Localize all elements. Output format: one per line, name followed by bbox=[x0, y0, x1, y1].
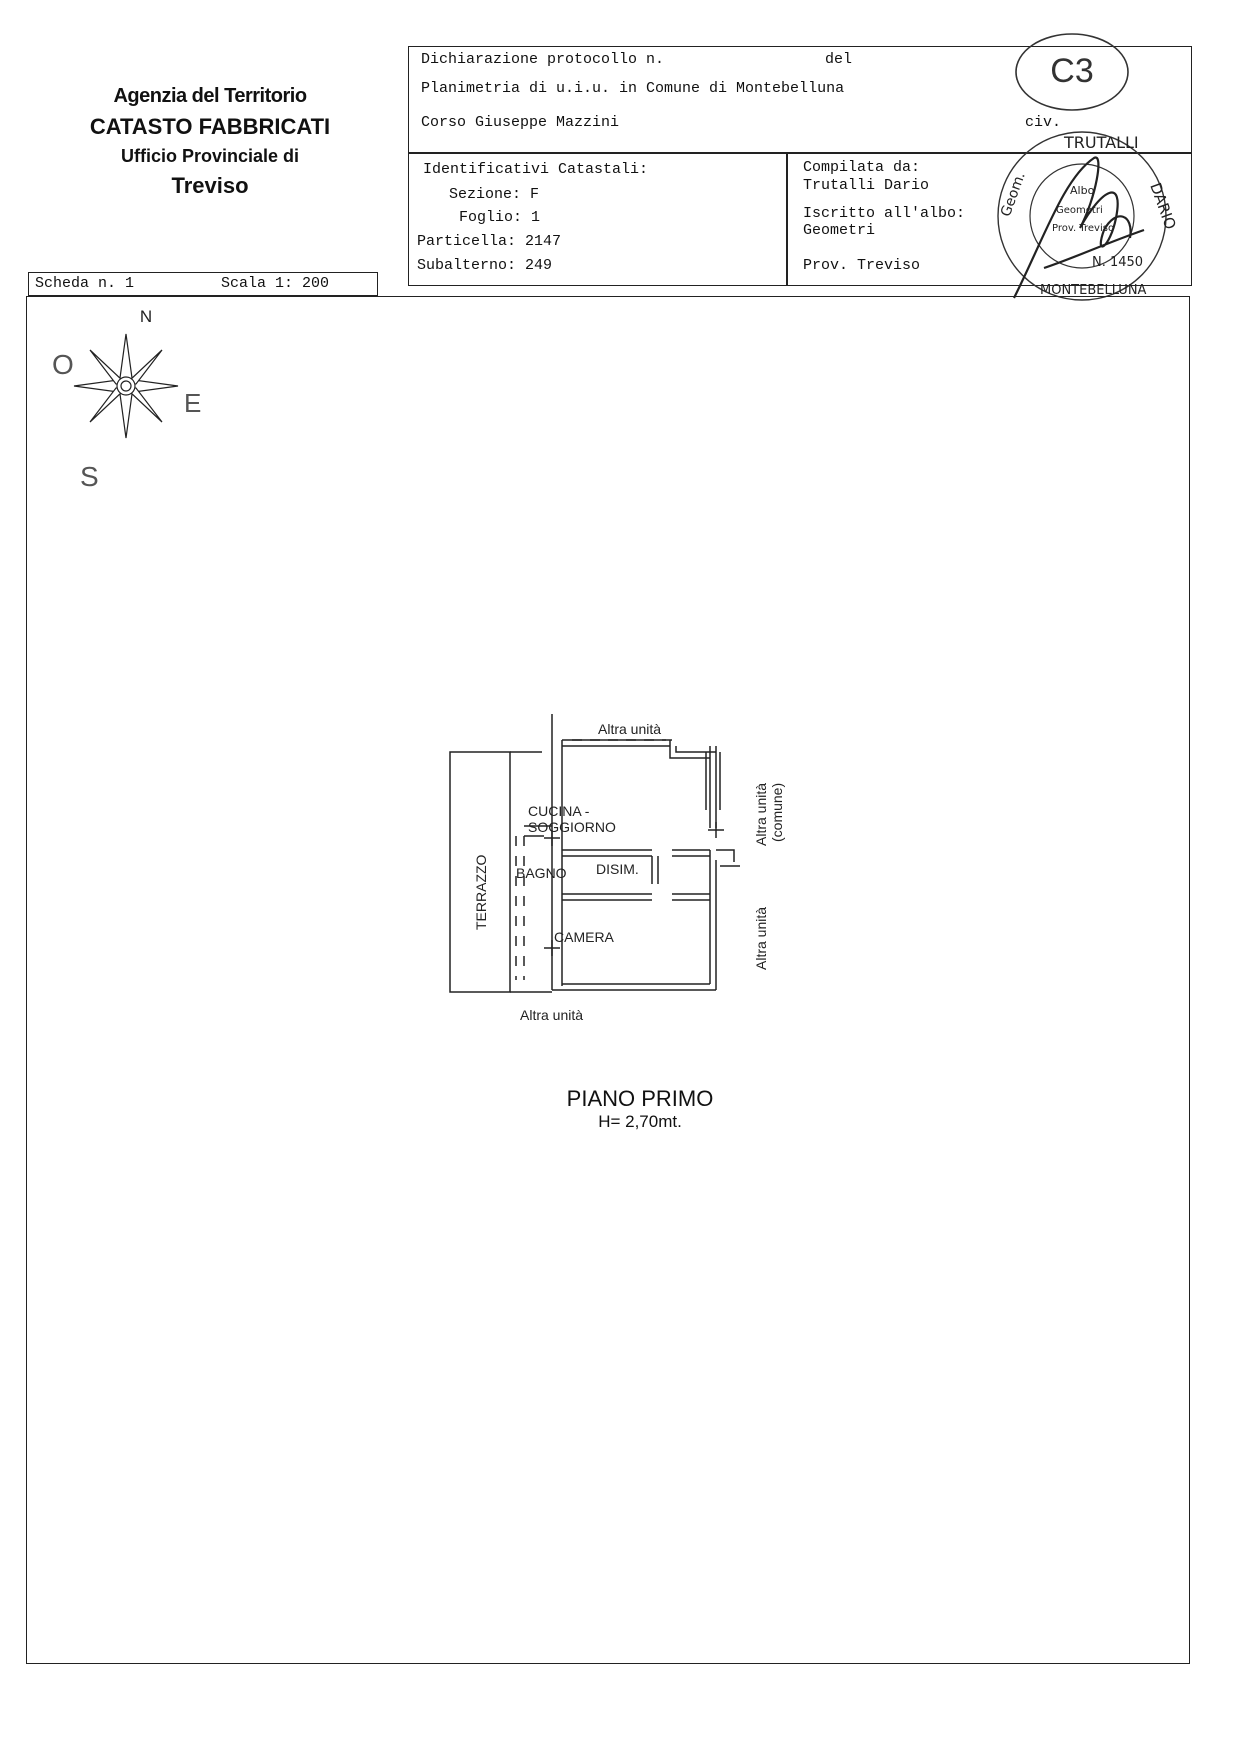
neighbor-right-top-1: Altra unità bbox=[753, 783, 769, 846]
terrace-outline bbox=[449, 751, 511, 993]
room-disim: DISIM. bbox=[596, 861, 639, 877]
stamp-inner-1: Albo bbox=[1070, 184, 1095, 197]
catasto-title: CATASTO FABBRICATI bbox=[89, 114, 331, 139]
handwritten-code: C3 bbox=[1015, 33, 1129, 111]
neighbor-top: Altra unità bbox=[598, 721, 661, 737]
address-line: Corso Giuseppe Mazzini bbox=[421, 114, 620, 131]
iscritto-label: Iscritto all'albo: bbox=[803, 205, 966, 222]
floor-height: H= 2,70mt. bbox=[598, 1112, 682, 1131]
drawing-frame bbox=[26, 296, 1190, 1664]
outer-walls bbox=[551, 714, 717, 991]
compass-east: E bbox=[184, 388, 201, 418]
prov-value: Prov. Treviso bbox=[803, 257, 921, 274]
room-camera: CAMERA bbox=[554, 929, 615, 945]
albo-value: Geometri bbox=[803, 222, 876, 239]
declaration-box: Dichiarazione protocollo n. del Planimet… bbox=[408, 46, 1192, 154]
signature bbox=[1013, 156, 1145, 299]
stamp-inner-2: Geometri bbox=[1056, 205, 1103, 216]
entry-stairs bbox=[716, 849, 740, 867]
planimetria-line: Planimetria di u.i.u. in Comune di Monte… bbox=[421, 80, 845, 97]
compass-west: O bbox=[52, 349, 74, 380]
room-cucina-1: CUCINA - bbox=[528, 803, 590, 819]
neighbor-bottom: Altra unità bbox=[520, 1007, 583, 1023]
office-label: Ufficio Provinciale di bbox=[120, 146, 300, 166]
floor-name: PIANO PRIMO bbox=[566, 1086, 714, 1111]
neighbor-right-bottom: Altra unità bbox=[753, 907, 769, 970]
room-bagno: BAGNO bbox=[516, 865, 567, 881]
professional-stamp: TRUTALLI Geom. DARIO MONTEBELLUNA Albo G… bbox=[997, 131, 1180, 301]
compass-south: S bbox=[80, 461, 99, 492]
floor-caption: PIANO PRIMO H= 2,70mt. bbox=[520, 1086, 760, 1132]
window-marks bbox=[544, 752, 724, 956]
agency-header: Agenzia del Territorio CATASTO FABBRICAT… bbox=[60, 85, 360, 199]
agency-name: Agenzia del Territorio bbox=[113, 85, 307, 107]
office-city: Treviso bbox=[171, 173, 249, 198]
terrace-connectors bbox=[510, 751, 552, 993]
compilata-box: Compilata da: Trutalli Dario Iscritto al… bbox=[786, 152, 1192, 286]
protocollo-label: Dichiarazione protocollo n. bbox=[421, 51, 665, 68]
identificativi-box: Identificativi Catastali: Sezione: F Fog… bbox=[408, 152, 788, 286]
compilata-name: Trutalli Dario bbox=[803, 177, 930, 194]
compilata-heading: Compilata da: bbox=[803, 159, 921, 176]
particella-value: Particella: 2147 bbox=[417, 233, 562, 250]
terrace-dashes bbox=[515, 836, 525, 980]
handwritten-code-text: C3 bbox=[1050, 52, 1093, 90]
neighbor-right-top-2: (comune) bbox=[769, 783, 785, 842]
stamp-top: TRUTALLI bbox=[1063, 133, 1139, 152]
stamp-right: DARIO bbox=[1146, 180, 1179, 231]
civ-label: civ. bbox=[1025, 114, 1062, 131]
stamp-inner-3: Prov. Treviso bbox=[1052, 223, 1114, 234]
room-terrazzo: TERRAZZO bbox=[473, 854, 489, 930]
room-cucina-2: SOGGIORNO bbox=[528, 819, 616, 835]
foglio-value: Foglio: 1 bbox=[459, 209, 541, 226]
internal-walls bbox=[562, 849, 710, 901]
compass-north: N bbox=[140, 307, 152, 326]
scheda-number: Scheda n. 1 bbox=[35, 275, 135, 292]
stamp-bottom: MONTEBELLUNA bbox=[1040, 283, 1147, 298]
subalterno-value: Subalterno: 249 bbox=[417, 257, 553, 274]
floor-plan: Altra unità CUCINA - SOGGIORNO BAGNO DIS… bbox=[449, 714, 785, 1023]
scheda-box: Scheda n. 1 Scala 1: 200 bbox=[28, 272, 378, 296]
stamp-left: Geom. bbox=[998, 170, 1029, 219]
compass-rose: N O E S bbox=[52, 307, 201, 492]
sezione-value: Sezione: F bbox=[449, 186, 540, 203]
scheda-scale: Scala 1: 200 bbox=[221, 275, 330, 292]
del-label: del bbox=[825, 51, 853, 68]
identificativi-heading: Identificativi Catastali: bbox=[423, 161, 649, 178]
stamp-number: N. 1450 bbox=[1092, 255, 1143, 270]
compass-star-icon bbox=[73, 333, 179, 439]
